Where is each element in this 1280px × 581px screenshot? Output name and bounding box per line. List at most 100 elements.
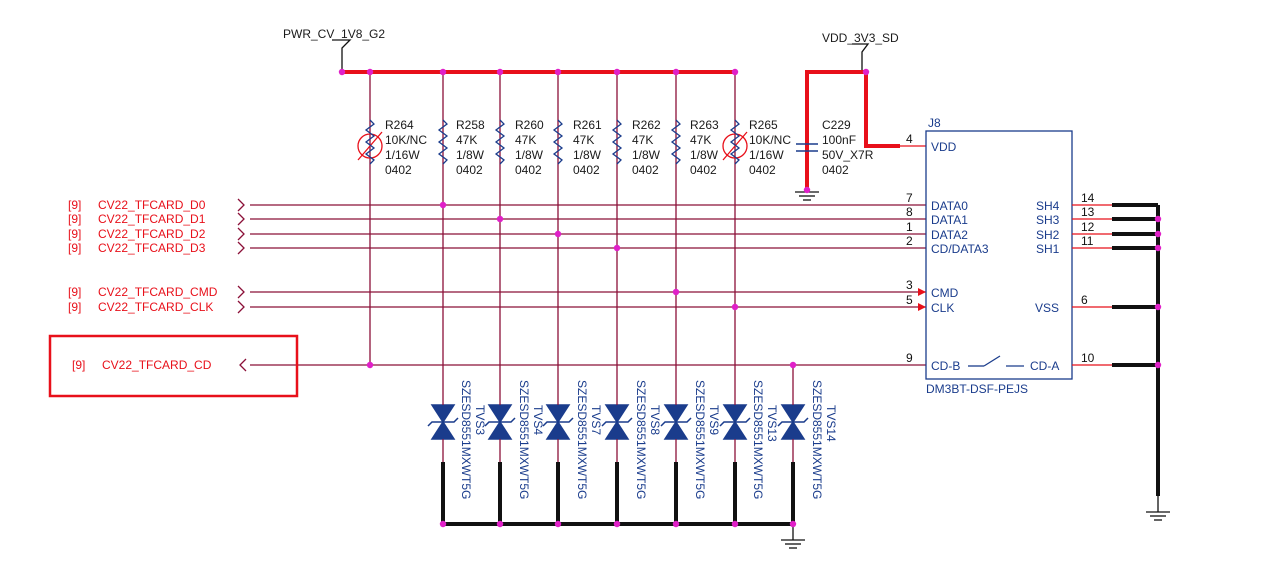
resistor-r264: R264 10K/NC 1/16W 0402 [357,118,427,177]
tvs4-ref: TVS4 [531,405,545,435]
j8-pin-vss: VSS [1035,301,1059,315]
resistor-r261: R261 47K 1/8W 0402 [552,118,602,177]
r264-value: 10K/NC [385,133,427,147]
tvs9-symbol [660,404,692,440]
tvs13-part: SZESD8551MXWT5G [751,380,765,499]
tvs-ground-bus [441,462,805,549]
j8-pin-data1: DATA1 [931,213,968,227]
resistor-r258: R258 47K 1/8W 0402 [437,118,485,177]
r264-pkg: 0402 [385,163,412,177]
j8-pinno-7: 7 [906,191,913,205]
clk-pin-arrow [918,303,926,311]
r261-power: 1/8W [573,148,602,162]
r265-pkg: 0402 [749,163,776,177]
r264-power: 1/16W [385,148,420,162]
d3-sheet: [9] [68,241,81,255]
j8-pinno-1: 1 [906,220,913,234]
tvs4-symbol [484,404,516,440]
clk-sheet: [9] [68,300,81,314]
d2-sheet: [9] [68,227,81,241]
r260-power: 1/8W [515,148,544,162]
junction-dots [338,68,1162,528]
j8-pinno-4: 4 [906,132,913,146]
tvs14-part: SZESD8551MXWT5G [810,380,824,499]
r265-value: 10K/NC [749,133,791,147]
resistor-r262: R262 47K 1/8W 0402 [611,118,661,177]
c229-ref: C229 [822,118,851,132]
net-label-d2: [9] CV22_TFCARD_D2 [68,227,245,241]
j8-pin-data2: DATA2 [931,228,968,242]
power-3v3-label: VDD_3V3_SD [822,31,899,45]
tvs9-part: SZESD8551MXWT5G [693,380,707,499]
j8-pin-cd-data3: CD/DATA3 [931,242,989,256]
j8-pin-sh2: SH2 [1036,228,1060,242]
tvs7-part: SZESD8551MXWT5G [575,380,589,499]
j8-pinno-8: 8 [906,205,913,219]
tvs14-symbol [777,404,809,440]
c229-pkg: 0402 [822,163,849,177]
j8-pinno-9: 9 [906,351,913,365]
j8-pinno-14: 14 [1081,191,1095,205]
net-label-cd: [9] CV22_TFCARD_CD [48,334,299,398]
r260-pkg: 0402 [515,163,542,177]
tvs4-part: SZESD8551MXWT5G [517,380,531,499]
d2-name: CV22_TFCARD_D2 [98,227,206,241]
tvs8-part: SZESD8551MXWT5G [634,380,648,499]
j8-pin-sh4: SH4 [1036,199,1060,213]
j8-ground-bus [1072,203,1170,521]
capacitor-c229: C229 100nF 50V_X7R 0402 [795,118,874,201]
r260-value: 47K [515,133,536,147]
tvs3-part: SZESD8551MXWT5G [459,380,473,499]
tvs9-ref: TVS9 [707,405,721,435]
j8-ref: J8 [928,116,941,130]
j8-pinno-10: 10 [1081,351,1095,365]
r258-ref: R258 [456,118,485,132]
j8-pin-vdd: VDD [931,140,957,154]
tvs7-ref: TVS7 [589,405,603,435]
j8-pinno-3: 3 [906,278,913,292]
power-1v8-rail: PWR_CV_1V8_G2 [283,27,737,74]
r258-value: 47K [456,133,477,147]
net-label-d1: [9] CV22_TFCARD_D1 [68,212,245,226]
tvs3-symbol [427,404,459,440]
r262-value: 47K [632,133,653,147]
j8-part: DM3BT-DSF-PEJS [926,382,1028,396]
cmd-pin-arrow [918,288,926,296]
d0-sheet: [9] [68,198,81,212]
power-1v8-label: PWR_CV_1V8_G2 [283,27,385,41]
cd-sheet: [9] [72,358,85,372]
clk-name: CV22_TFCARD_CLK [98,300,213,314]
j8-pinno-12: 12 [1081,220,1095,234]
signal-wires [250,204,926,366]
j8-pinno-11: 11 [1081,234,1094,248]
j8-pinno-5: 5 [906,293,913,307]
r261-pkg: 0402 [573,163,600,177]
resistor-r260: R260 47K 1/8W 0402 [494,118,544,177]
resistor-r263: R263 47K 1/8W 0402 [670,118,719,177]
r264-ref: R264 [385,118,414,132]
c229-value: 100nF [822,133,856,147]
net-label-d0: [9] CV22_TFCARD_D0 [68,198,245,212]
j8-body [925,130,1073,380]
tvs-labels: SZESD8551MXWT5G TVS3 SZESD8551MXWT5G TVS… [459,380,838,499]
net-label-d3: [9] CV22_TFCARD_D3 [68,241,245,255]
r263-power: 1/8W [690,148,719,162]
cmd-sheet: [9] [68,285,81,299]
tvs8-symbol [601,404,633,440]
net-label-clk: [9] CV22_TFCARD_CLK [68,300,245,314]
j8-pin-sh3: SH3 [1036,213,1060,227]
r263-value: 47K [690,133,711,147]
j8-pin-cd-a: CD-A [1030,359,1059,373]
r263-ref: R263 [690,118,719,132]
j8-pinno-2: 2 [906,234,913,248]
d1-sheet: [9] [68,212,81,226]
j8-card-detect-switch [968,355,1024,367]
r263-pkg: 0402 [690,163,717,177]
d0-name: CV22_TFCARD_D0 [98,198,206,212]
tvs7-symbol [542,404,574,440]
cd-name: CV22_TFCARD_CD [102,358,212,372]
r265-ref: R265 [749,118,778,132]
j8-pin-sh1: SH1 [1036,242,1060,256]
connector-j8: J8 DM3BT-DSF-PEJS VDD DATA0 DATA1 DATA2 … [906,116,1095,396]
